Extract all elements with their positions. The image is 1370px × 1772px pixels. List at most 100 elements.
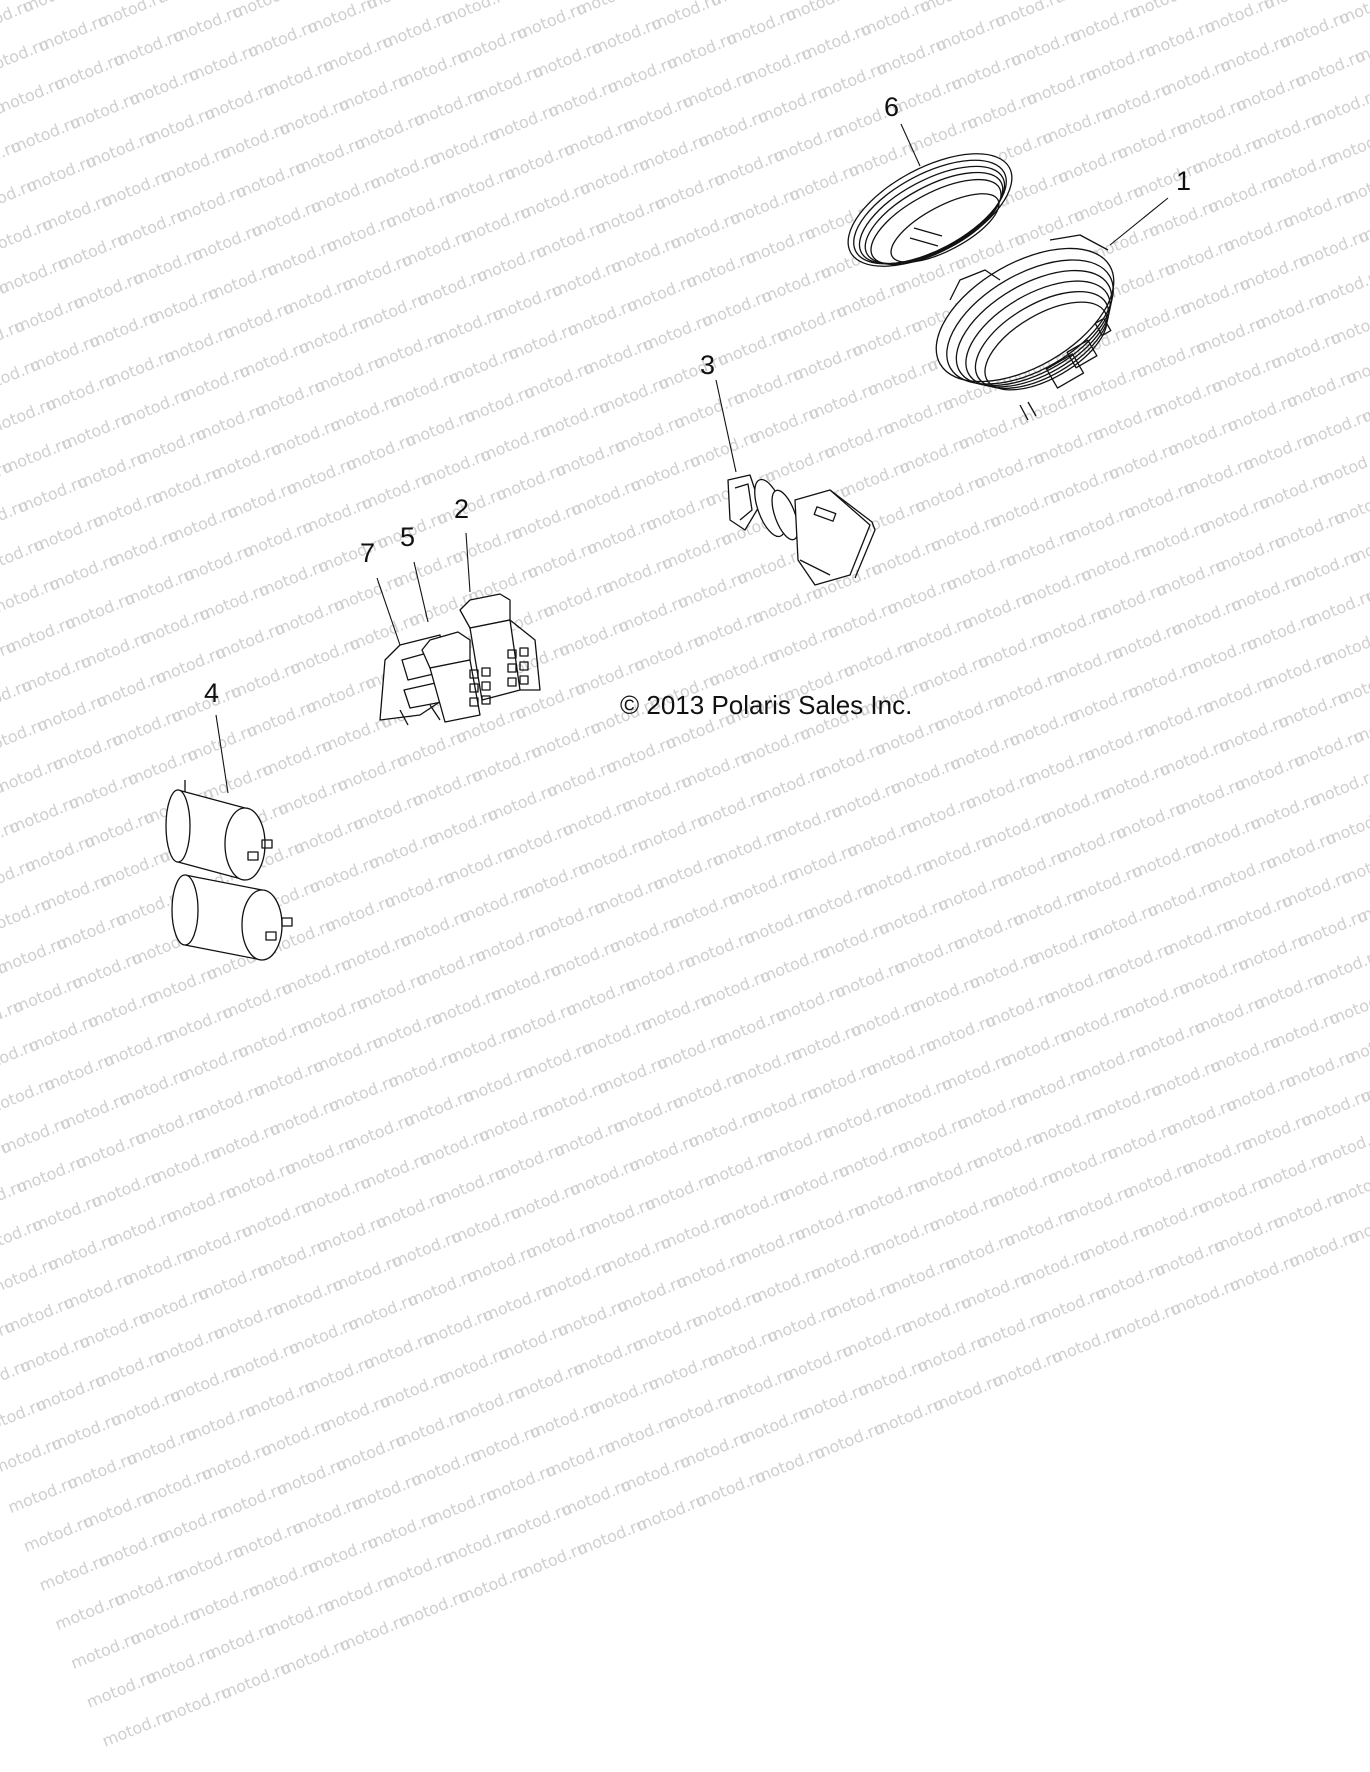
watermark-text: motod.ru: [914, 1335, 989, 1398]
watermark-text: motod.ru: [911, 1155, 986, 1218]
watermark-text: motod.ru: [729, 1047, 804, 1110]
part-2-5-7-relay-block: [380, 594, 540, 725]
watermark-text: motod.ru: [721, 1368, 796, 1431]
watermark-text: motod.ru: [68, 1631, 143, 1694]
watermark-text: motod.ru: [385, 1050, 460, 1113]
leader-6: [901, 124, 920, 166]
leader-lines: [216, 124, 1168, 793]
watermark-text: motod.ru: [1164, 1098, 1239, 1161]
watermark-text: motod.ru: [393, 1410, 468, 1473]
watermark-text: motod.ru: [1239, 1113, 1314, 1176]
watermark-text: motod.ru: [330, 1254, 405, 1317]
watermark-text: motod.ru: [282, 1137, 357, 1200]
watermark-text: motod.ru: [176, 1044, 251, 1107]
leader-1: [1110, 198, 1168, 245]
watermark-text: motod.ru: [207, 1122, 282, 1185]
watermark-text: motod.ru: [420, 1308, 495, 1371]
watermark-text: motod.ru: [230, 1520, 305, 1583]
watermark-text: motod.ru: [33, 1374, 108, 1437]
watermark-text: motod.ru: [567, 1158, 642, 1221]
watermark-text: motod.ru: [527, 1401, 602, 1464]
watermark-text: motod.ru: [468, 1424, 543, 1487]
watermark-text: motod.ru: [136, 1287, 211, 1350]
watermark-text: motod.ru: [215, 1481, 290, 1544]
watermark-text: motod.ru: [1152, 1239, 1227, 1302]
watermark-text: motod.ru: [930, 1373, 1005, 1436]
watermark-text: motod.ru: [1049, 1326, 1124, 1389]
watermark-text: motod.ru: [574, 1517, 649, 1580]
watermark-text: motod.ru: [883, 1257, 958, 1320]
watermark-text: motod.ru: [456, 1565, 531, 1628]
watermark-text: motod.ru: [440, 1526, 515, 1589]
watermark-text: motod.ru: [290, 1496, 365, 1559]
watermark-text: motod.ru: [405, 1269, 480, 1332]
watermark-text: motod.ru: [1002, 1209, 1077, 1272]
watermark-text: motod.ru: [5, 1475, 80, 1538]
watermark-text: motod.ru: [515, 1541, 590, 1604]
watermark-text: motod.ru: [89, 1170, 164, 1233]
watermark-text: motod.ru: [824, 1281, 899, 1344]
watermark-text: motod.ru: [192, 1083, 267, 1146]
watermark-text: motod.ru: [380, 1550, 455, 1613]
watermark-text: motod.ru: [120, 1248, 195, 1311]
watermark-text: motod.ru: [101, 1029, 176, 1092]
watermark-text: motod.ru: [124, 1428, 199, 1491]
watermark-text: motod.ru: [1298, 1089, 1370, 1152]
watermark-text: motod.ru: [1030, 1107, 1105, 1170]
watermark-text: motod.ru: [41, 1053, 116, 1116]
watermark-text: motod.ru: [871, 1397, 946, 1460]
watermark-text: motod.ru: [808, 1242, 883, 1305]
watermark-text: motod.ru: [408, 1448, 483, 1511]
watermark-text: motod.ru: [558, 1478, 633, 1541]
watermark-text: motod.ru: [84, 1670, 159, 1733]
watermark-text: motod.ru: [483, 1463, 558, 1526]
watermark-text: motod.ru: [986, 1170, 1061, 1233]
watermark-text: motod.ru: [314, 1215, 389, 1278]
watermark-text: motod.ru: [310, 1035, 385, 1098]
watermark-text: motod.ru: [776, 1164, 851, 1227]
watermark-text: motod.ru: [108, 1389, 183, 1452]
watermark-text: motod.ru: [686, 1110, 761, 1173]
watermark-text: motod.ru: [286, 1317, 361, 1380]
watermark-text: motod.ru: [764, 1305, 839, 1368]
watermark-text: motod.ru: [164, 1185, 239, 1248]
watermark-text: motod.ru: [1061, 1185, 1136, 1248]
watermark-text: motod.ru: [127, 1607, 202, 1670]
watermark-text: motod.ru: [1330, 1167, 1370, 1230]
watermark-text: motod.ru: [555, 1299, 630, 1362]
watermark-text: motod.ru: [0, 1218, 45, 1281]
watermark-text: motod.ru: [377, 1371, 452, 1434]
watermark-text: motod.ru: [0, 1320, 17, 1383]
watermark-text: motod.ru: [677, 1430, 752, 1493]
watermark-text: motod.ru: [401, 1089, 476, 1152]
watermark-text: motod.ru: [839, 1320, 914, 1383]
watermark-text: motod.ru: [199, 1443, 274, 1506]
watermark-text: motod.ru: [361, 1332, 436, 1395]
watermark-text: motod.ru: [0, 1140, 14, 1203]
watermark-text: motod.ru: [195, 1263, 270, 1326]
watermark-text: motod.ru: [0, 1077, 57, 1140]
watermark-text: motod.ru: [223, 1161, 298, 1224]
relay-cylinder-upper: [166, 780, 272, 880]
watermark-text: motod.ru: [1255, 1152, 1330, 1215]
watermark-text: motod.ru: [990, 1350, 1065, 1413]
watermark-text: motod.ru: [693, 1469, 768, 1532]
watermark-text: motod.ru: [389, 1230, 464, 1293]
watermark-text: motod.ru: [974, 1311, 1049, 1374]
watermark-text: motod.ru: [255, 1239, 330, 1302]
watermark-text: motod.ru: [476, 1104, 551, 1167]
watermark-text: motod.ru: [1148, 1059, 1223, 1122]
watermark-text: motod.ru: [218, 1661, 293, 1724]
watermark-text: motod.ru: [1108, 1302, 1183, 1365]
watermark-text: motod.ru: [251, 1059, 326, 1122]
watermark-text: motod.ru: [1077, 1224, 1152, 1287]
watermark-text: motod.ru: [424, 1487, 499, 1550]
watermark-text: motod.ru: [804, 1062, 879, 1125]
leader-5: [414, 562, 428, 622]
watermark-text: motod.ru: [705, 1329, 780, 1392]
watermark-text: motod.ru: [73, 1131, 148, 1194]
watermark-text: motod.ru: [14, 1155, 89, 1218]
watermark-text: motod.ru: [452, 1386, 527, 1449]
watermark-text: motod.ru: [1, 1296, 76, 1359]
part-6-ring-bezel: [831, 131, 1029, 290]
